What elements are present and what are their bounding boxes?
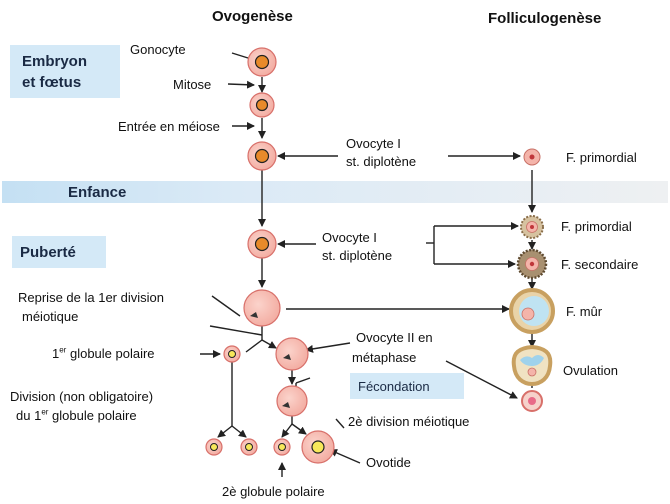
gonocyte-nucleus — [254, 54, 270, 70]
embryo-box — [10, 45, 120, 98]
follicles — [509, 148, 555, 412]
childhood-band — [2, 181, 668, 203]
label-entree-meiose: Entrée en méiose — [118, 119, 220, 134]
label-globule1: 1er globule polaire — [52, 345, 155, 361]
fecondation-box — [350, 373, 464, 399]
label-f-secondaire: F. secondaire — [561, 257, 639, 272]
label-globule1-rest: globule polaire — [66, 346, 155, 361]
polar-bodies — [205, 345, 291, 456]
label-ovocyte1-b-line2: st. diplotène — [322, 248, 393, 263]
label-f-primordial-b: F. primordial — [561, 219, 632, 234]
fecond-cell — [276, 385, 308, 417]
label-f-primordial-a: F. primordial — [566, 150, 637, 165]
ovulated-oocyte-core — [528, 397, 536, 405]
period-embryo-line1: Embryon — [22, 53, 88, 70]
follicle-primordial-b-dot — [530, 225, 534, 229]
mitose-nucleus — [255, 98, 269, 112]
label-fecondation: Fécondation — [358, 379, 430, 394]
ovotide-nucleus — [311, 440, 325, 454]
label-gonocyte: Gonocyte — [130, 42, 186, 57]
ovocyte1-nucleus-b — [254, 236, 270, 252]
follicle-primordial-a-core — [529, 154, 535, 160]
ovulation-antrum — [520, 355, 544, 366]
label-ovocyte2-line2: métaphase — [352, 350, 417, 365]
polar-body-2-nucleus — [278, 443, 286, 451]
label-ovulation: Ovulation — [563, 363, 618, 378]
polar-body-1b-nucleus — [245, 443, 253, 451]
ovocyte2-cell — [275, 337, 309, 371]
label-globule1-sup: er — [59, 345, 67, 355]
period-embryo-line2: et fœtus — [22, 74, 82, 91]
reprise-cell — [243, 289, 281, 327]
label-division-post: globule polaire — [48, 408, 137, 423]
label-ovocyte1-a-line1: Ovocyte I — [346, 136, 401, 151]
label-ovocyte1-b-line1: Ovocyte I — [322, 230, 377, 245]
label-f-mur: F. mûr — [566, 304, 603, 319]
header-folliculogenese: Folliculogenèse — [488, 10, 602, 27]
oocyte-cells — [243, 47, 335, 464]
label-division-sup: er — [41, 407, 49, 417]
follicle-secondaire-dot — [529, 261, 535, 267]
label-mitose: Mitose — [173, 77, 212, 92]
branch-lines — [209, 325, 345, 438]
puberty-box — [12, 236, 106, 268]
label-reprise-line2: méiotique — [22, 309, 79, 324]
ovulation-oocyte — [527, 367, 537, 377]
ovocyte2-spindle — [283, 354, 291, 360]
reprise-spindle — [250, 312, 258, 318]
label-ovocyte2-line1: Ovocyte II en — [356, 330, 433, 345]
label-division2: 2è division méiotique — [348, 414, 470, 429]
label-arrows — [200, 52, 536, 477]
header-ovogenese: Ovogenèse — [212, 8, 293, 25]
label-division-line2: du 1er globule polaire — [16, 408, 137, 423]
label-division-line1: Division (non obligatoire) — [10, 389, 154, 404]
period-puberty: Puberté — [20, 244, 76, 261]
polar-body-1a-nucleus — [210, 443, 218, 451]
period-childhood: Enfance — [68, 184, 127, 201]
polar-body-1-nucleus — [228, 350, 236, 358]
label-division-pre: du 1 — [16, 408, 42, 423]
follicle-mur-oocyte — [521, 307, 535, 321]
label-ovotide: Ovotide — [366, 455, 411, 470]
ovocyte1-nucleus-a — [254, 148, 270, 164]
label-reprise-line1: Reprise de la 1er division — [18, 290, 164, 305]
label-ovocyte1-a-line2: st. diplotène — [346, 154, 417, 169]
fecond-spindle — [282, 402, 290, 408]
label-globule2: 2è globule polaire — [222, 484, 325, 499]
